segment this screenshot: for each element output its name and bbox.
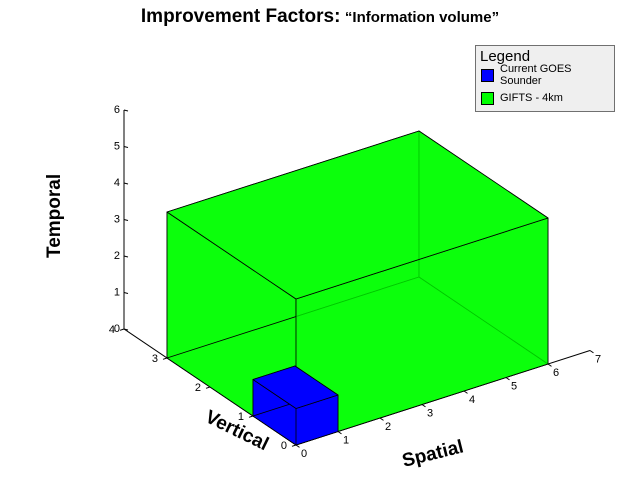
box-face-top: [166, 130, 549, 300]
x-tick-label: 0: [301, 448, 307, 460]
y-tick-mark: [205, 386, 211, 389]
z-tick-label: 3: [114, 214, 120, 226]
box-face-top: [252, 365, 339, 409]
y-tick-label: 1: [238, 411, 244, 423]
z-tick-label: 6: [114, 104, 120, 116]
y-tick-mark: [119, 328, 125, 331]
x-tick-label: 4: [469, 394, 475, 406]
y-tick-label: 3: [152, 353, 158, 365]
x-tick-label: 7: [595, 354, 601, 366]
z-axis-label: Temporal: [44, 174, 65, 258]
legend-title: Legend: [480, 48, 531, 65]
y-tick-label: 0: [281, 440, 287, 452]
bar3d-goes: [252, 365, 339, 446]
legend-swatch-gifts: [481, 91, 494, 105]
x-axis-label: Spatial: [400, 436, 466, 471]
legend: Legend Current GOES Sounder GIFTS - 4km: [475, 45, 615, 112]
x-tick-label: 3: [427, 408, 433, 420]
z-tick-mark: [123, 292, 129, 294]
legend-swatch-goes: [481, 68, 494, 82]
bar3d-gifts: [166, 130, 549, 446]
y-tick-mark: [248, 415, 254, 418]
x-tick-mark: [379, 417, 384, 421]
x-tick-label: 2: [385, 421, 391, 433]
z-tick-label: 0: [114, 323, 120, 335]
x-tick-label: 5: [511, 381, 517, 393]
z-tick-mark: [123, 255, 129, 258]
boxes-layer: [166, 130, 549, 446]
x-tick-mark: [589, 350, 594, 354]
x-tick-mark: [505, 377, 510, 381]
legend-label-gifts: GIFTS - 4km: [500, 92, 563, 104]
z-tick-label: 2: [114, 250, 120, 262]
title-subtitle: “Information volume”: [344, 9, 500, 26]
z-tick-label: 5: [114, 141, 120, 153]
y-tick-mark: [291, 444, 297, 447]
z-tick-label: 4: [114, 177, 120, 189]
z-tick-mark: [123, 328, 129, 331]
x-tick-label: 1: [343, 435, 349, 447]
y-tick-label: 4: [109, 324, 115, 336]
legend-item-gifts: GIFTS - 4km: [481, 91, 614, 105]
legend-label-goes: Current GOES Sounder: [500, 63, 572, 87]
y-tick-mark: [162, 357, 168, 360]
x-tick-mark: [337, 431, 342, 435]
y-tick-label: 2: [195, 382, 201, 394]
x-tick-label: 6: [553, 367, 559, 379]
x-tick-mark: [295, 444, 300, 448]
x-tick-mark: [421, 404, 426, 408]
chart-title: Improvement Factors: “Information volume…: [0, 6, 640, 28]
x-tick-mark: [463, 390, 468, 394]
title-main: Improvement Factors:: [140, 6, 341, 27]
z-tick-mark: [123, 109, 129, 112]
z-tick-mark: [123, 182, 129, 185]
z-tick-label: 1: [114, 287, 120, 299]
legend-item-goes: Current GOES Sounder: [481, 63, 614, 87]
z-tick-mark: [123, 146, 129, 148]
z-tick-mark: [123, 219, 129, 221]
x-tick-mark: [547, 363, 552, 367]
